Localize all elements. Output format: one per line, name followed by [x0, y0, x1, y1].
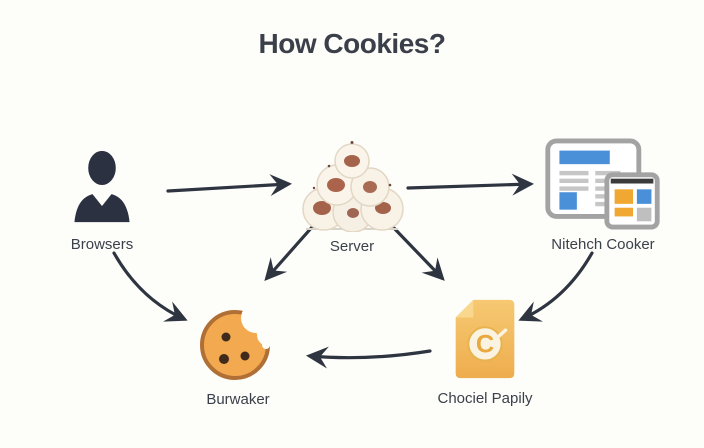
node-label-server: Server: [329, 238, 375, 255]
arrow-server-to-nitehch: [406, 173, 534, 196]
document-c-icon: C: [448, 296, 522, 382]
node-chociel: C Chociel Papily: [437, 296, 533, 407]
node-burwaker: Burwaker: [192, 303, 284, 408]
cookie-pile-icon: [296, 140, 408, 233]
node-nitehch: Nitehch Cooker: [538, 138, 668, 253]
arrow-nitehch-to-chociel: [518, 251, 594, 322]
node-server: Server: [292, 140, 412, 255]
svg-text:C: C: [476, 331, 494, 359]
user-icon: [73, 148, 131, 224]
page-title: How Cookies?: [258, 28, 446, 59]
arrow-browsers-to-burwaker: [112, 251, 188, 322]
browser-windows-icon: [543, 138, 663, 230]
node-label-burwaker: Burwaker: [206, 391, 270, 408]
arrow-chociel-to-burwaker: [306, 346, 432, 369]
node-label-nitehch: Nitehch Cooker: [551, 236, 655, 253]
node-browsers: Browsers: [52, 148, 152, 253]
bitten-cookie-icon: [197, 303, 279, 383]
node-label-chociel: Chociel Papily: [437, 390, 533, 407]
node-label-browsers: Browsers: [70, 236, 134, 253]
arrow-browsers-to-server: [166, 174, 292, 197]
